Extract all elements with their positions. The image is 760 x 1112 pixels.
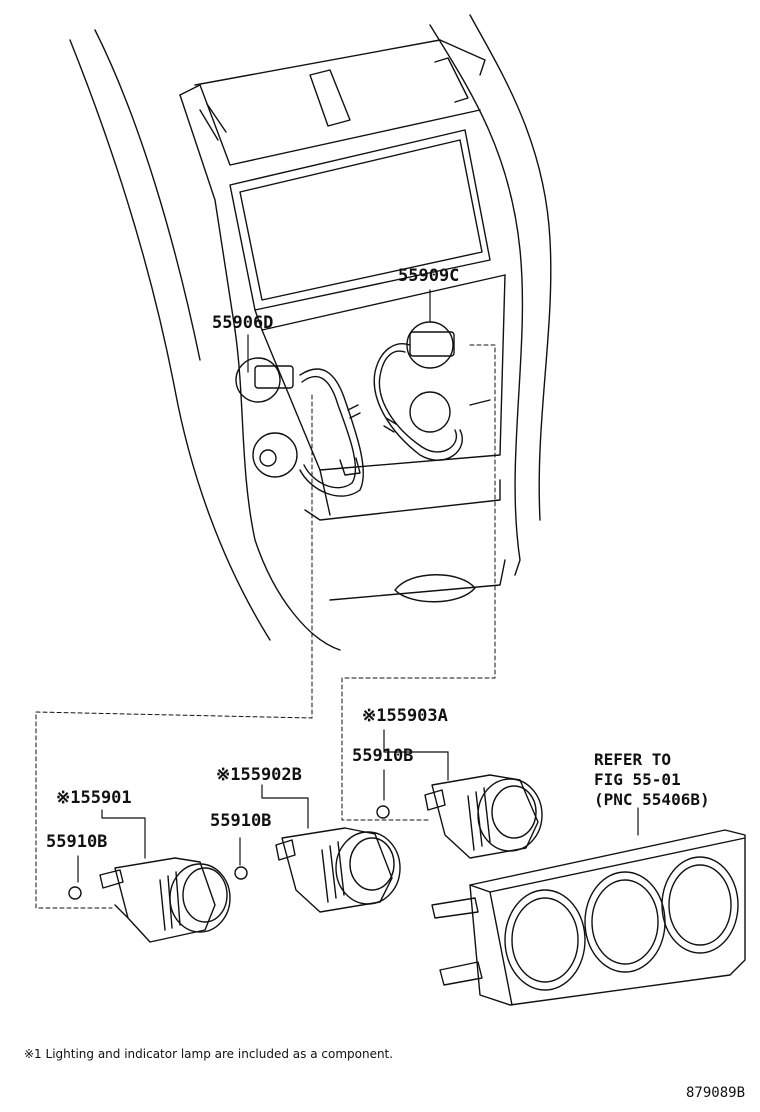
dashed-leaders — [35, 344, 496, 909]
label-55910B-a: 55910B — [352, 746, 414, 766]
label-55910B-c: 55910B — [46, 832, 108, 852]
figure-id: 879089B — [686, 1085, 746, 1101]
reference-line-1: REFER TO — [594, 750, 672, 769]
footnote: ※1 Lighting and indicator lamp are inclu… — [24, 1047, 394, 1061]
label-leaders — [77, 289, 639, 883]
label-55910B-b: 55910B — [210, 811, 272, 831]
switch-55902B — [234, 827, 401, 913]
label-55903A: ※155903A — [362, 706, 448, 726]
label-55906D: 55906D — [212, 313, 274, 333]
dashboard-outline — [69, 14, 552, 651]
switch-55903A — [376, 774, 543, 859]
label-55901: ※155901 — [56, 788, 132, 808]
label-55909C: 55909C — [398, 266, 460, 286]
reference-note: REFER TO FIG 55-01 (PNC 55406B) — [594, 750, 710, 810]
reference-line-3: (PNC 55406B) — [594, 790, 710, 809]
switch-55901 — [68, 857, 231, 943]
reference-line-2: FIG 55-01 — [594, 770, 681, 789]
harness-and-sockets — [235, 321, 463, 497]
control-panel-bezel — [431, 829, 746, 1006]
label-55902B: ※155902B — [216, 765, 302, 785]
